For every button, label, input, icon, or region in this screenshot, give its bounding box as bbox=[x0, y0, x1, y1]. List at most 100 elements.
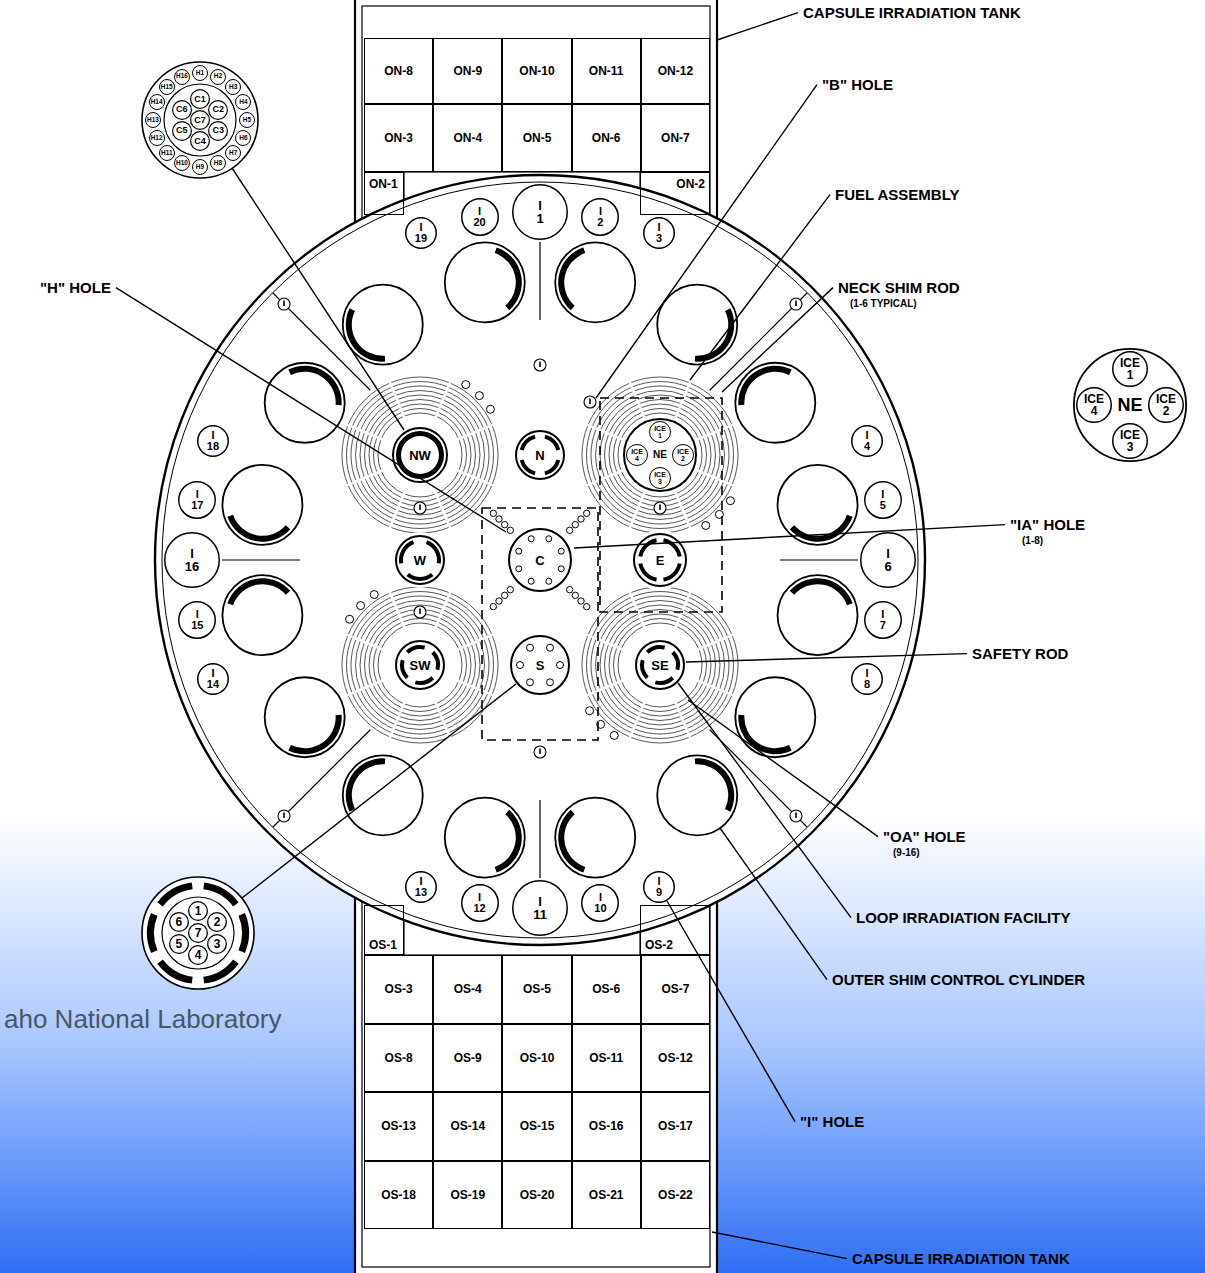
shim-drum bbox=[265, 363, 345, 443]
fuel-plate bbox=[596, 391, 725, 520]
h-hole: H4 bbox=[235, 94, 251, 110]
capsule-cell: OS-11 bbox=[572, 1024, 641, 1093]
position-label: I bbox=[478, 206, 481, 217]
node-outline-circle bbox=[175, 156, 190, 171]
position-label: H11 bbox=[161, 150, 173, 157]
detail-inner-circle bbox=[164, 84, 236, 156]
safety-rod-plate bbox=[544, 435, 560, 451]
node-outline-circle bbox=[191, 132, 210, 151]
node-outline-circle bbox=[191, 111, 210, 130]
shim-drum bbox=[222, 575, 302, 655]
fuel-divider bbox=[389, 591, 404, 628]
small-hole bbox=[583, 603, 589, 609]
small-hole bbox=[702, 521, 710, 529]
node-outline-circle bbox=[209, 100, 228, 119]
position-label: 3 bbox=[656, 233, 662, 244]
capsule-cell: OS-17 bbox=[641, 1092, 710, 1161]
node-outline-circle bbox=[1149, 388, 1184, 423]
position-label: ON-2 bbox=[676, 178, 705, 190]
node-outline-circle bbox=[193, 160, 208, 175]
position-label: ICE 1 bbox=[1120, 357, 1140, 381]
capsule-cell: OS-12 bbox=[641, 1024, 710, 1093]
small-hole bbox=[490, 510, 496, 516]
position-label: I bbox=[865, 668, 868, 679]
capsule-cell: OS-15 bbox=[502, 1092, 571, 1161]
reflector-spokes bbox=[222, 242, 858, 878]
i-hole: I14 bbox=[197, 663, 229, 695]
capsule-cell: ON-2 bbox=[640, 172, 710, 215]
safety-rod-plate bbox=[520, 435, 536, 451]
vessel-inner-ring bbox=[162, 182, 918, 938]
position-label: 2 bbox=[597, 217, 603, 228]
node-outline-circle bbox=[179, 602, 216, 639]
small-hole bbox=[507, 527, 513, 533]
node-outline-circle bbox=[170, 913, 189, 932]
hafnium-plate bbox=[346, 308, 385, 361]
hafnium-plate bbox=[695, 758, 734, 811]
detail-leader-line bbox=[242, 684, 516, 898]
fuel-divider bbox=[389, 702, 404, 739]
position-label: OS-15 bbox=[520, 1120, 555, 1132]
position-label: OS-11 bbox=[589, 1052, 623, 1064]
node-outline-circle bbox=[189, 924, 208, 943]
fuel-divider bbox=[346, 634, 383, 649]
node-outline-circle bbox=[198, 426, 229, 457]
position-label: OS-21 bbox=[589, 1189, 624, 1201]
node-outline-circle bbox=[509, 529, 571, 591]
b-hole-marker bbox=[584, 396, 596, 408]
fuel-plate bbox=[342, 377, 498, 533]
reflector-line bbox=[780, 559, 858, 560]
fuel-divider bbox=[586, 680, 623, 695]
small-hole bbox=[572, 521, 578, 527]
position-label: OS-12 bbox=[658, 1052, 693, 1064]
capsule-cell: OS-10 bbox=[502, 1024, 571, 1093]
node-outline-circle bbox=[146, 113, 161, 128]
capsule-cell: ON-4 bbox=[433, 104, 502, 172]
fuel-divider bbox=[697, 470, 734, 485]
flux-trap-backdrop bbox=[389, 424, 451, 486]
fuel-plate bbox=[347, 382, 494, 529]
fuel-plate bbox=[605, 610, 716, 721]
capsule-cell: OS-6 bbox=[572, 955, 641, 1024]
hafnium-plate bbox=[790, 515, 853, 542]
b-hole-marker bbox=[534, 746, 546, 758]
node-outline-circle bbox=[396, 641, 444, 689]
callout-label: "H" HOLE bbox=[40, 279, 111, 296]
shim-drum bbox=[343, 285, 423, 365]
hafnium-plate bbox=[495, 247, 522, 310]
fuel-plate bbox=[600, 605, 720, 725]
position-label: I bbox=[196, 609, 199, 620]
small-hole bbox=[578, 516, 584, 522]
fuel-divider bbox=[697, 424, 734, 439]
ice-position: ICE 1 bbox=[1112, 351, 1148, 387]
position-label: I bbox=[881, 609, 884, 620]
flux-trap-backdrop bbox=[392, 637, 448, 693]
small-hole bbox=[501, 592, 507, 598]
b-hole-marker bbox=[654, 502, 666, 514]
safety-rod-plate bbox=[406, 645, 425, 654]
flux-trap-backdrop bbox=[505, 525, 575, 595]
capsule-cell: OS-3 bbox=[364, 955, 433, 1024]
position-label: ON-5 bbox=[523, 132, 552, 144]
safety-rod-plate bbox=[396, 431, 444, 479]
h-hole: H6 bbox=[235, 130, 251, 146]
hafnium-plate bbox=[738, 366, 791, 405]
node-outline-circle bbox=[511, 636, 569, 694]
position-label: H10 bbox=[176, 160, 188, 166]
capsule-cell: OS-4 bbox=[433, 955, 502, 1024]
position-label: 13 bbox=[415, 887, 427, 898]
position-label: H7 bbox=[229, 150, 237, 157]
safety-rod-plate bbox=[544, 459, 560, 475]
position-label: I bbox=[419, 876, 422, 887]
capsule-cell: ON-10 bbox=[502, 38, 571, 104]
fuel-divider bbox=[457, 470, 494, 485]
small-hole bbox=[578, 598, 584, 604]
fuel-divider bbox=[675, 381, 690, 418]
flux-trap-backdrop bbox=[630, 530, 690, 590]
small-hole bbox=[547, 644, 554, 651]
position-label: C7 bbox=[194, 116, 206, 125]
detail-plate bbox=[239, 913, 249, 953]
fuel-divider bbox=[435, 702, 450, 739]
ice-position: ICE 4 bbox=[626, 444, 648, 466]
fuel-plates bbox=[342, 377, 738, 743]
